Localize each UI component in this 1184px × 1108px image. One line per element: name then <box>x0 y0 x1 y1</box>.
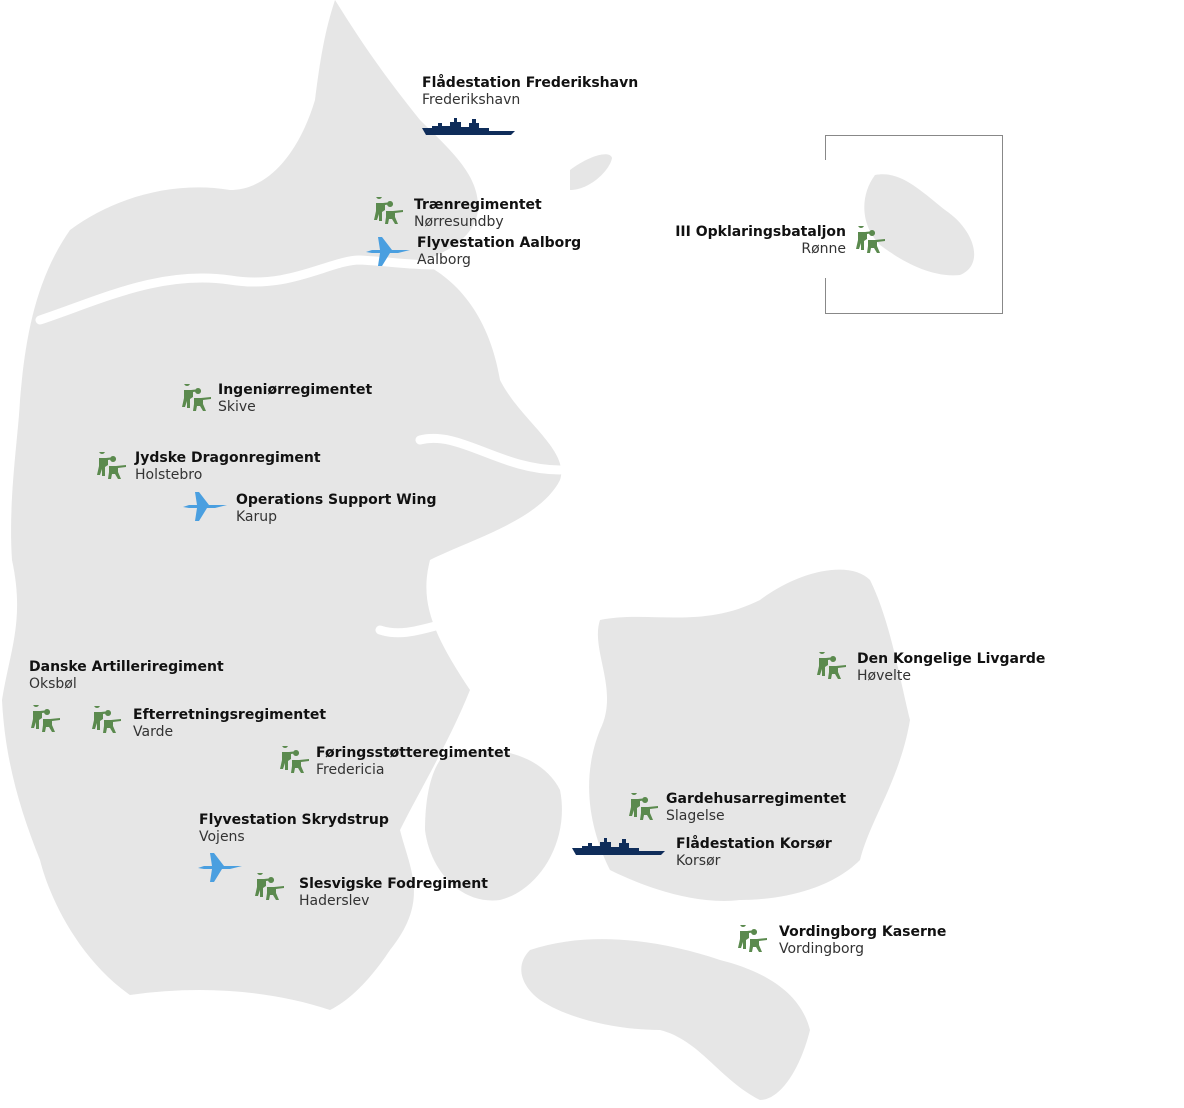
unit-name: Operations Support Wing <box>236 492 437 508</box>
unit-name: Ingeniørregimentet <box>218 382 373 398</box>
soldiers-icon[interactable] <box>815 652 849 682</box>
soldiers-icon[interactable] <box>29 705 63 735</box>
place-name: Vojens <box>199 829 245 845</box>
place-name: Skive <box>218 399 256 415</box>
place-name: Holstebro <box>135 467 203 483</box>
unit-name: Efterretningsregimentet <box>133 707 327 723</box>
soldiers-icon[interactable] <box>95 452 129 482</box>
unit-name: Gardehusarregimentet <box>666 791 847 807</box>
unit-name: Danske Artilleriregiment <box>29 659 224 675</box>
place-name: Nørresundby <box>414 214 504 230</box>
inset-frame-edge <box>825 278 826 313</box>
place-name: Slagelse <box>666 808 725 824</box>
limfjord-waterway <box>35 255 475 325</box>
soldiers-icon[interactable] <box>854 226 888 256</box>
soldiers-icon[interactable] <box>90 706 124 736</box>
fighter-jet-icon[interactable] <box>366 236 412 268</box>
place-name: Aalborg <box>417 252 471 268</box>
place-name: Fredericia <box>316 762 385 778</box>
fjord-inlet <box>375 615 475 638</box>
unit-name: III Opklaringsbataljon <box>675 224 846 240</box>
unit-name: Flådestation Korsør <box>676 836 832 852</box>
place-name: Karup <box>236 509 278 525</box>
place-name: Vordingborg <box>779 941 864 957</box>
soldiers-icon[interactable] <box>278 746 312 776</box>
fighter-jet-icon[interactable] <box>198 852 244 884</box>
place-name: Høvelte <box>857 668 911 684</box>
place-name: Rønne <box>801 241 846 257</box>
unit-name: Flådestation Frederikshavn <box>422 75 639 91</box>
bornholm-inset-frame <box>825 135 1003 314</box>
place-name: Frederikshavn <box>422 92 521 108</box>
jutland-landmass <box>2 0 562 1010</box>
unit-name: Slesvigske Fodregiment <box>299 876 488 892</box>
inset-frame-edge <box>825 135 826 160</box>
place-name: Varde <box>133 724 174 740</box>
bornholm-island <box>864 174 975 276</box>
funen-island <box>425 750 562 901</box>
ship-icon[interactable] <box>422 116 516 136</box>
unit-name: Føringsstøtteregimentet <box>316 745 511 761</box>
unit-name: Flyvestation Aalborg <box>417 235 582 251</box>
lolland-falster-islands <box>521 939 810 1100</box>
soldiers-icon[interactable] <box>627 793 661 823</box>
place-name: Haderslev <box>299 893 370 909</box>
unit-name: Den Kongelige Livgarde <box>857 651 1046 667</box>
soldiers-icon[interactable] <box>253 873 287 903</box>
ship-icon[interactable] <box>572 836 666 856</box>
soldiers-icon[interactable] <box>180 384 214 414</box>
zealand-island <box>589 569 910 901</box>
place-name: Korsør <box>676 853 721 869</box>
unit-name: Flyvestation Skrydstrup <box>199 812 389 828</box>
unit-name: Trænregimentet <box>414 197 542 213</box>
soldiers-icon[interactable] <box>372 197 406 227</box>
unit-name: Vordingborg Kaserne <box>779 924 947 940</box>
laeso-island <box>570 154 612 190</box>
fjord-inlet <box>415 434 565 475</box>
fighter-jet-icon[interactable] <box>183 491 229 523</box>
unit-name: Jydske Dragonregiment <box>135 450 321 466</box>
soldiers-icon[interactable] <box>736 925 770 955</box>
place-name: Oksbøl <box>29 676 77 692</box>
